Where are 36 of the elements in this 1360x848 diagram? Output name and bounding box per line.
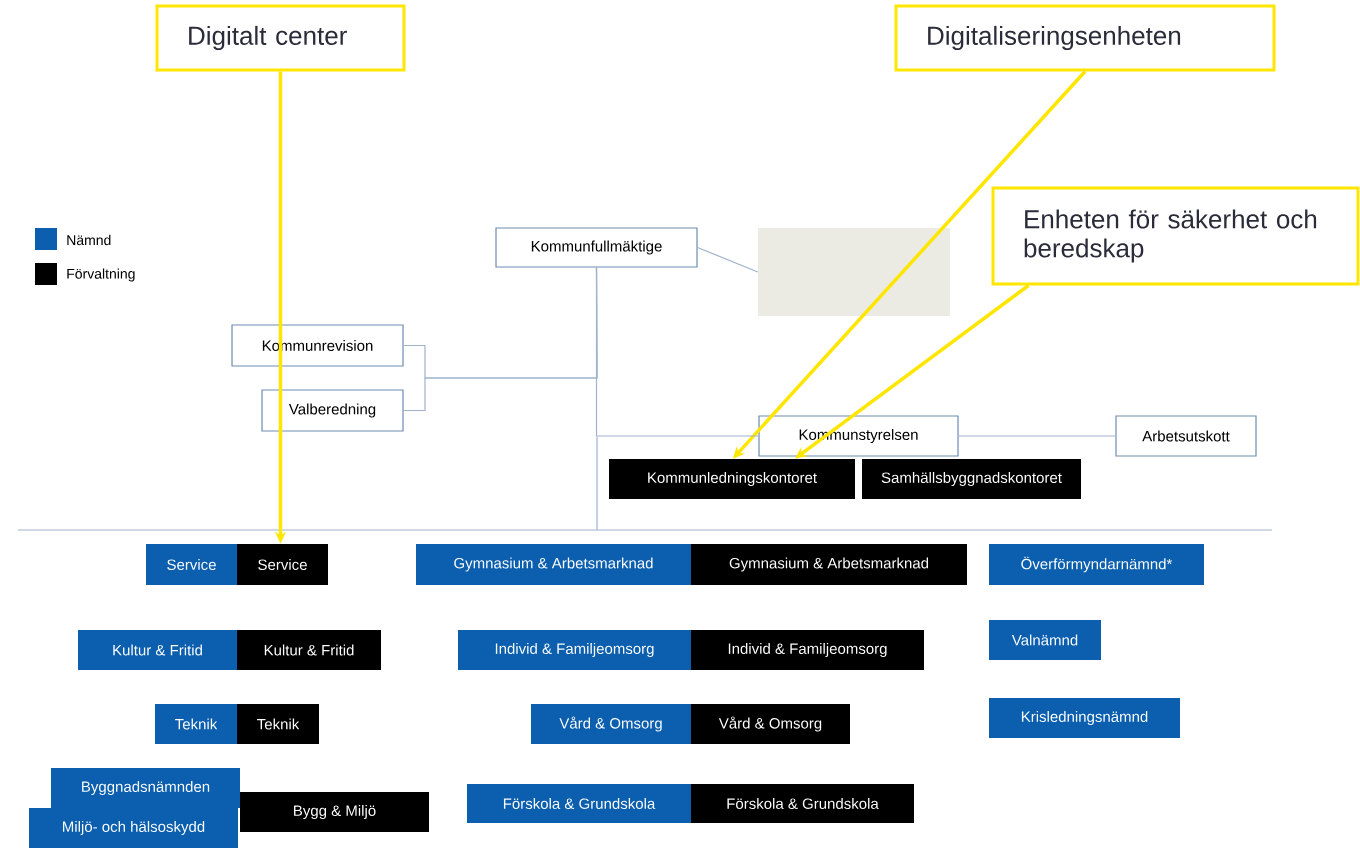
legend-label: Förvaltning <box>67 268 135 282</box>
administration-box: Kultur & Fritid <box>237 630 381 670</box>
board-box: Service <box>146 544 237 585</box>
board-box: Miljö- och hälsoskydd <box>29 808 238 848</box>
callout-box: Digitaliseringsenheten <box>894 4 1276 72</box>
administration-box: Bygg & Miljö <box>240 792 429 832</box>
org-box: Valberedning <box>261 389 404 432</box>
board-box: Förskola & Grundskola <box>467 784 691 823</box>
administration-box: Teknik <box>237 704 319 744</box>
callout-box: Enheten för säkerhet och beredskap <box>991 186 1360 286</box>
node-label: Miljö- och hälsoskydd <box>63 821 205 835</box>
administration-box: Kommunledningskontoret <box>609 459 855 499</box>
board-box: Teknik <box>155 704 237 744</box>
board-box: Vård & Omsorg <box>531 704 691 744</box>
callout-box: Digitalt center <box>155 4 406 72</box>
connector-line <box>958 435 1116 437</box>
legend-label: Nämnd <box>67 234 111 246</box>
board-box: Individ & Familjeomsorg <box>458 630 691 670</box>
administration-box: Service <box>237 544 328 585</box>
company-box <box>758 228 950 316</box>
connector-line <box>697 246 759 273</box>
board-box: Valnämnd <box>989 620 1101 660</box>
connector-line <box>595 267 759 437</box>
org-box: Arbetsutskott <box>1115 415 1257 457</box>
administration-box: Gymnasium & Arbetsmarknad <box>691 544 967 585</box>
board-box: Byggnadsnämnden <box>51 768 240 808</box>
board-box: Gymnasium & Arbetsmarknad <box>416 544 691 585</box>
administration-box: Individ & Familjeomsorg <box>691 630 924 670</box>
node-label: Byggnadsnämnden <box>82 781 210 795</box>
administration-box: Vård & Omsorg <box>691 704 850 744</box>
board-box: Överförmyndarnämnd* <box>989 544 1204 585</box>
administration-box: Samhällsbyggnadskontoret <box>862 459 1081 499</box>
board-box: Krisledningsnämnd <box>989 698 1180 738</box>
org-box: Kommunfullmäktige <box>495 227 698 268</box>
administration-box: Förskola & Grundskola <box>691 784 914 823</box>
board-box: Kultur & Fritid <box>78 630 237 670</box>
